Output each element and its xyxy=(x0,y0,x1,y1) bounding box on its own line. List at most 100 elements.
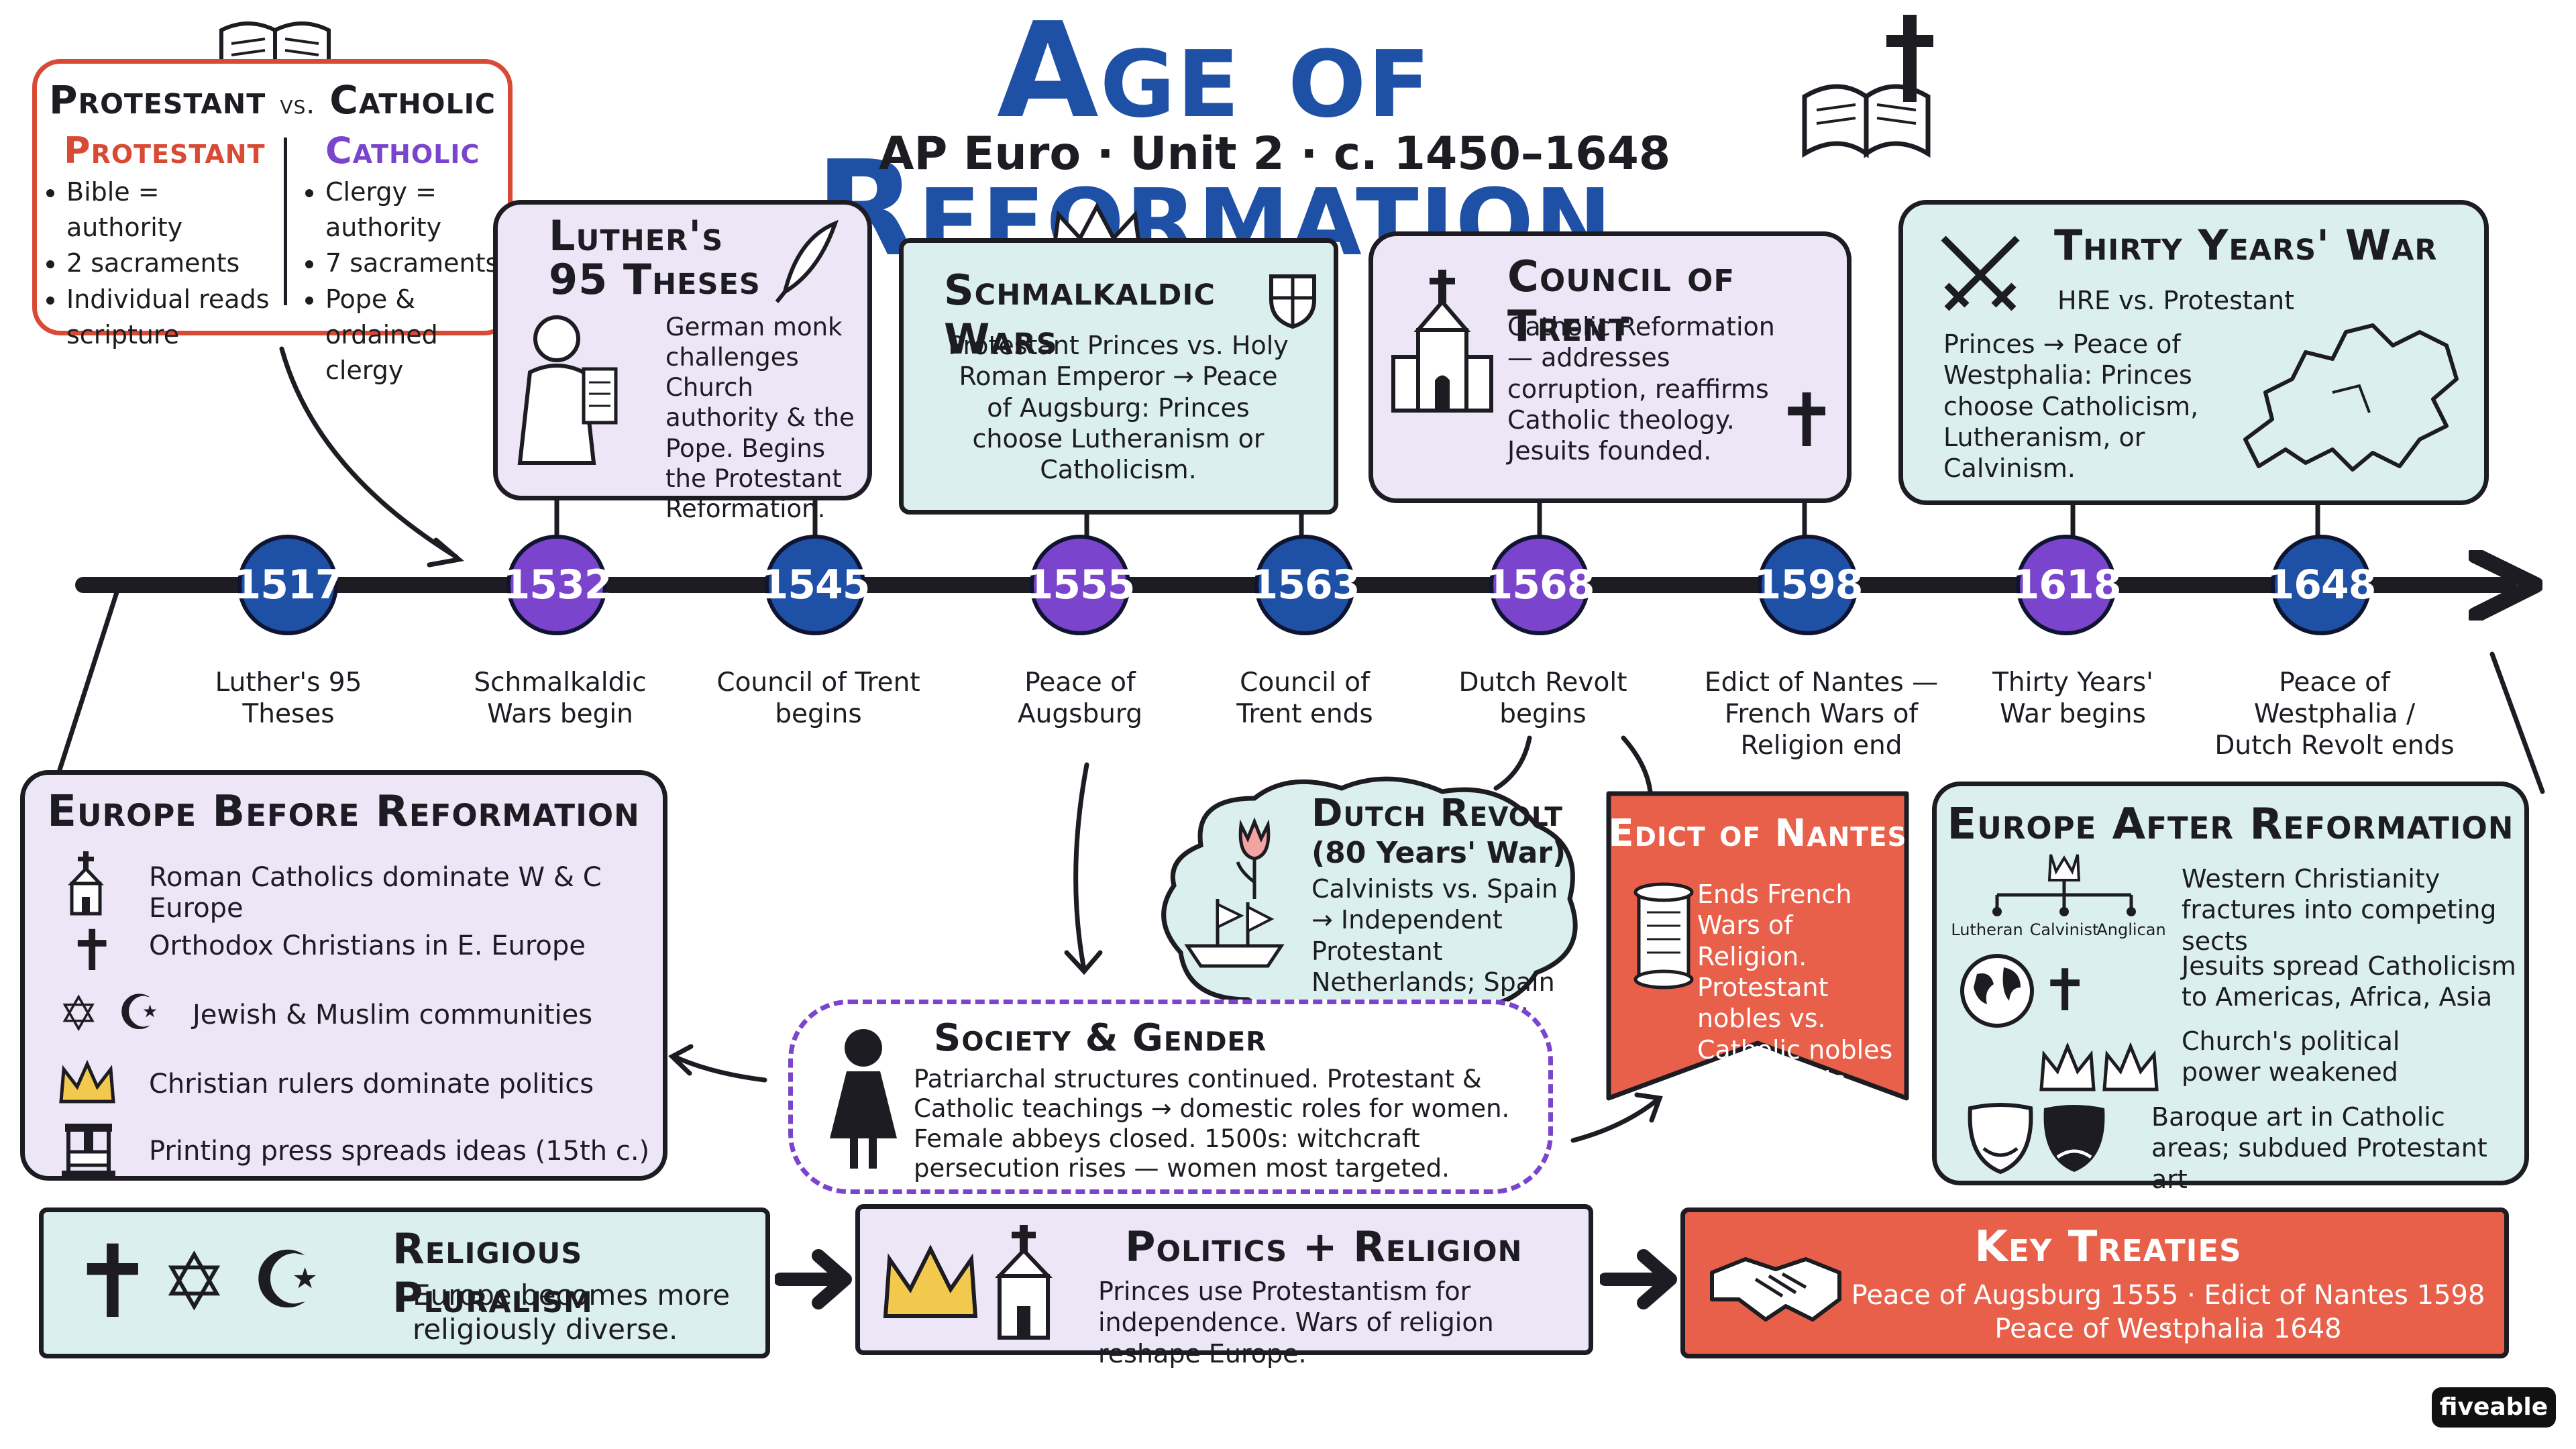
politics-text: Princes use Protestantism for independen… xyxy=(1098,1277,1494,1368)
schmalkaldic-wars-card: Schmalkaldic Wars Protestant Princes vs.… xyxy=(899,238,1338,515)
sect-label: Calvinist xyxy=(2029,920,2099,939)
politics-title: Politics + Religion xyxy=(1125,1222,1523,1271)
timeline-node-1618[interactable]: 1618 xyxy=(2012,535,2122,635)
timeline-node-1545[interactable]: 1545 xyxy=(761,535,871,635)
list-item: Individual reads scripture xyxy=(66,282,281,353)
list-item: 7 sacraments xyxy=(325,246,506,281)
key-treaties-card: Key Treaties Peace of Augsburg 1555 · Ed… xyxy=(1680,1208,2509,1358)
church-icon xyxy=(995,1225,1053,1340)
europe-before-card: Europe Before Reformation Roman Catholic… xyxy=(20,770,667,1181)
printing-press-icon xyxy=(62,1124,115,1180)
timeline-label: Schmalkaldic Wars begin xyxy=(474,667,647,729)
monk-icon xyxy=(517,315,618,465)
list-item: Clergy = authority xyxy=(325,174,506,246)
star-of-david-icon: ✡ xyxy=(161,1236,227,1328)
politics-religion-card: Politics + Religion Princes use Protesta… xyxy=(855,1204,1593,1368)
timeline-node-1648[interactable]: 1648 xyxy=(2267,535,2377,635)
timeline-node-1568[interactable]: 1568 xyxy=(1485,535,1595,635)
timeline-label: Dutch Revolt begins xyxy=(1458,667,1627,729)
trent-title: Council of Trent xyxy=(1507,252,1735,352)
quill-icon xyxy=(775,219,839,303)
thirty-title: Thirty Years' War xyxy=(2054,221,2438,270)
fiveable-logo: fiveable xyxy=(2432,1387,2556,1428)
crescent-icon: ☪ xyxy=(117,984,161,1040)
timeline-label: Edict of Nantes — French Wars of Religio… xyxy=(1704,667,1939,761)
timeline-node-1555[interactable]: 1555 xyxy=(1026,535,1136,635)
before-title: Europe Before Reformation xyxy=(47,787,640,837)
page-subtitle: AP Euro · Unit 2 · c. 1450–1648 xyxy=(878,127,1671,180)
before-item: Orthodox Christians in E. Europe xyxy=(149,930,586,961)
arrow-right-icon xyxy=(775,1249,852,1309)
cross-icon: ✝ xyxy=(2041,957,2090,1024)
nantes-text: Ends French Wars of Religion. Protestant… xyxy=(1697,879,1893,1127)
society-title: Society & Gender xyxy=(934,1016,1267,1060)
protestant-vs-catholic-card: Protestant vs. Catholic Protestant Catho… xyxy=(32,59,513,385)
timeline-label: Luther's 95 Theses xyxy=(215,667,362,729)
theater-masks-icon xyxy=(1968,1103,2105,1175)
list-item: 2 sacraments xyxy=(66,246,281,281)
cross-icon: ✝ xyxy=(68,918,116,983)
bible-cross-icon xyxy=(1802,15,1933,158)
scroll-icon xyxy=(1633,882,1694,989)
timeline-label: Council of Trent ends xyxy=(1236,667,1373,729)
timeline-label: Thirty Years' War begins xyxy=(1992,667,2153,729)
before-item: Printing press spreads ideas (15th c.) xyxy=(149,1136,650,1167)
list-item: Bible = authority xyxy=(66,174,281,246)
ship-icon xyxy=(1184,899,1285,968)
after-item: Church's political power weakened xyxy=(2182,1026,2400,1087)
star-of-david-icon: ✡ xyxy=(58,985,99,1042)
list-item: Pope & ordained clergy xyxy=(325,282,506,389)
crescent-icon: ☪ xyxy=(252,1234,323,1326)
compare-divider xyxy=(284,138,287,305)
after-title: Europe After Reformation xyxy=(1947,800,2514,849)
treaties-line1: Peace of Augsburg 1555 · Edict of Nantes… xyxy=(1851,1280,2485,1344)
catholic-list: Clergy = authority 7 sacraments Pope & o… xyxy=(305,174,506,388)
church-icon xyxy=(68,851,104,916)
cross-icon: ✝ xyxy=(1776,378,1838,464)
treaties-line2: Peace of Westphalia 1648 xyxy=(1994,1313,2342,1344)
sect-label: Anglican xyxy=(2096,920,2166,939)
crown-icon xyxy=(59,1060,115,1104)
thirty-text: Princes → Peace of Westphalia: Princes c… xyxy=(1943,329,2199,484)
timeline-node-1598[interactable]: 1598 xyxy=(1754,535,1864,635)
before-item: Jewish & Muslim communities xyxy=(193,1000,593,1030)
europe-map-icon xyxy=(2243,323,2459,472)
church-icon xyxy=(1391,270,1493,413)
after-item: Western Christianity fractures into comp… xyxy=(2182,864,2497,956)
society-text: Patriarchal structures continued. Protes… xyxy=(914,1065,1510,1183)
timeline-label: Peace of Augsburg xyxy=(1017,667,1143,729)
timeline-label: Council of Trent begins xyxy=(716,667,920,729)
before-item: Roman Catholics dominate W & C Europe xyxy=(149,862,602,924)
luther-title: Luther's 95 Theses xyxy=(549,211,761,305)
thirty-subtitle: HRE vs. Protestant xyxy=(2057,286,2295,315)
religious-pluralism-card: ✝ ✡ ☪ Religious Pluralism Europe becomes… xyxy=(39,1208,770,1358)
arrow-right-icon xyxy=(1600,1249,1677,1309)
handshake-icon xyxy=(1710,1257,1841,1322)
crowns-icon xyxy=(2039,1042,2159,1091)
crossed-swords-icon xyxy=(1941,235,2020,311)
dutch-title: Dutch Revolt xyxy=(1311,792,1563,835)
woman-icon xyxy=(830,1029,897,1169)
crown-icon xyxy=(883,1244,978,1318)
tulip-icon xyxy=(1236,817,1271,899)
protestant-heading: Protestant xyxy=(64,129,266,172)
catholic-heading: Catholic xyxy=(325,129,480,172)
timeline-label: Peace of Westphalia / Dutch Revolt ends xyxy=(2214,667,2455,761)
after-item: Baroque art in Catholic areas; subdued P… xyxy=(2151,1102,2487,1194)
globe-icon xyxy=(1960,954,2034,1028)
nantes-title: Edict of Nantes xyxy=(1608,812,1907,855)
schmalkaldic-text: Protestant Princes vs. Holy Roman Empero… xyxy=(948,331,1289,485)
shield-icon xyxy=(1269,274,1316,329)
timeline-node-1532[interactable]: 1532 xyxy=(502,535,612,635)
sect-tree-icon xyxy=(1992,854,2136,916)
timeline-arrowhead xyxy=(2469,550,2542,621)
protestant-list: Bible = authority 2 sacraments Individua… xyxy=(46,174,281,353)
cross-icon: ✝ xyxy=(70,1224,155,1341)
treaties-title: Key Treaties xyxy=(1974,1222,2242,1272)
before-item: Christian rulers dominate politics xyxy=(149,1069,594,1099)
timeline-node-1517[interactable]: 1517 xyxy=(233,535,343,635)
society-gender-card: Society & Gender Patriarchal structures … xyxy=(788,1000,1553,1194)
pluralism-title: Religious Pluralism xyxy=(392,1224,593,1322)
timeline-node-1563[interactable]: 1563 xyxy=(1250,535,1360,635)
trent-text: Catholic Reformation — addresses corrupt… xyxy=(1507,312,1775,466)
